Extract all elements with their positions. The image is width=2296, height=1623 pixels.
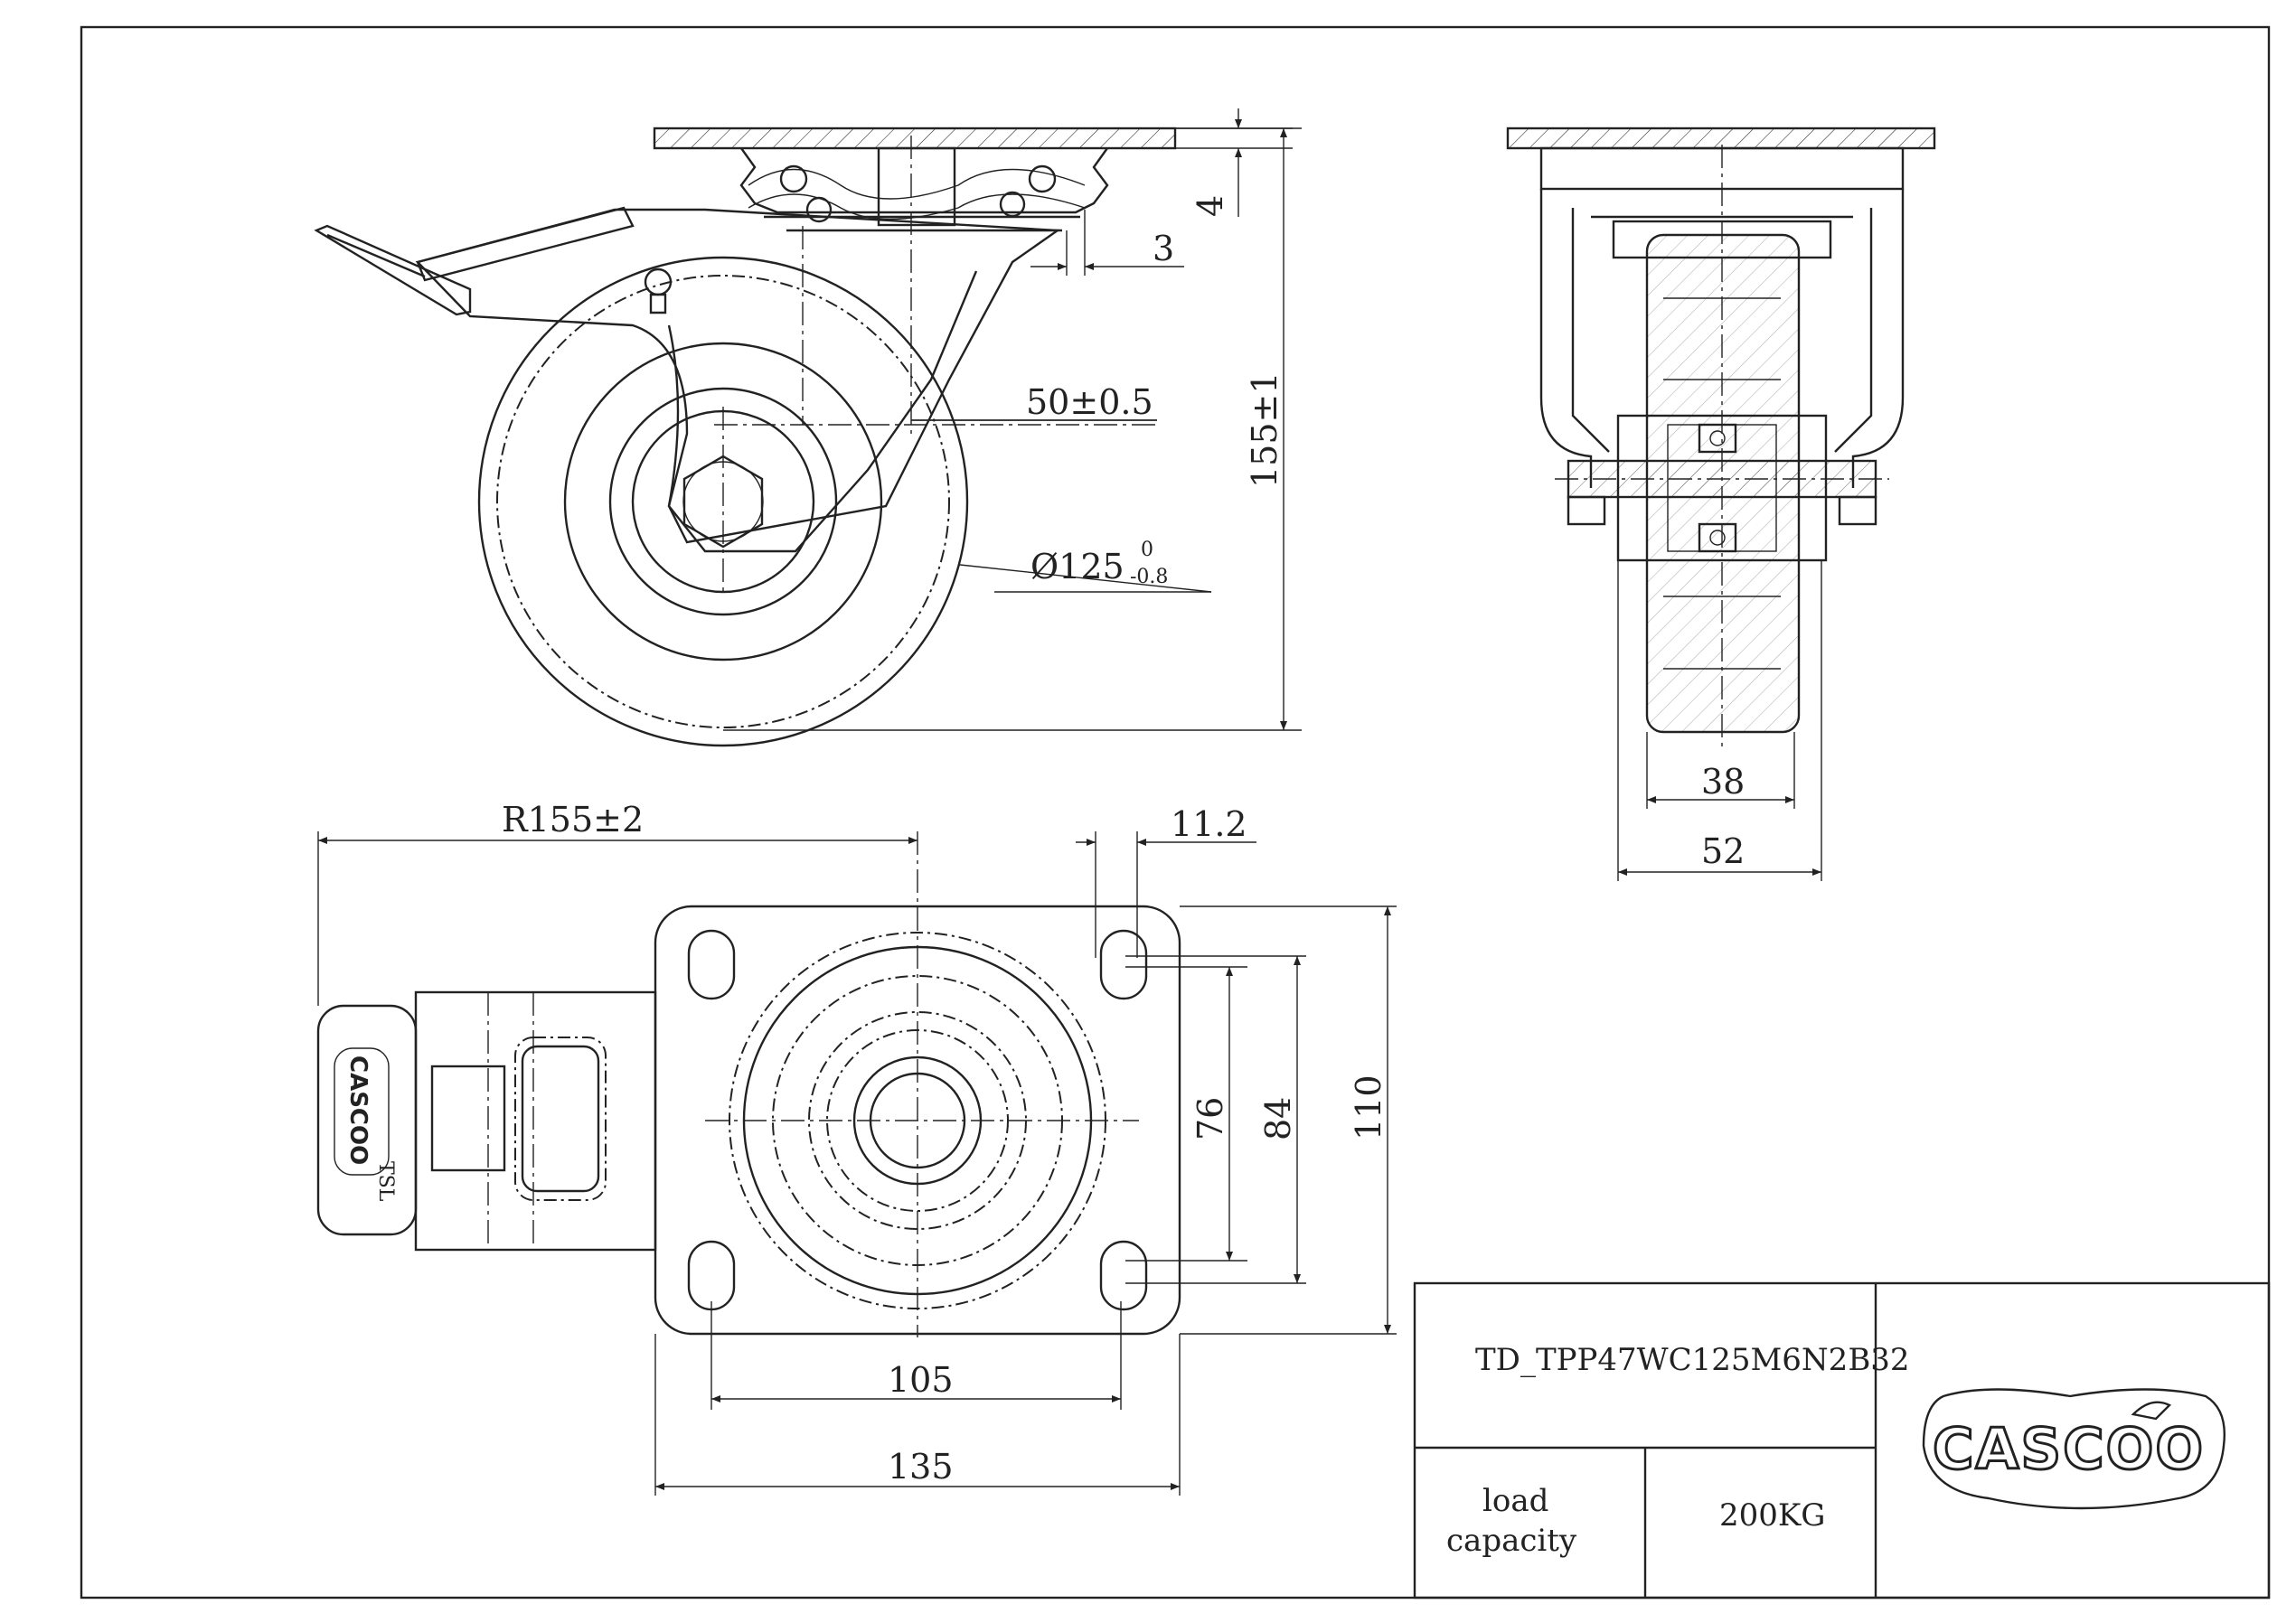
load-value: 200KG (1719, 1497, 1825, 1534)
brake-pedal-logo: CASCOO (344, 1055, 372, 1165)
hub-bearing-icon (1698, 423, 1737, 454)
load-label-line1: load (1482, 1483, 1548, 1519)
dim-slot-offset: 11.2 (1171, 804, 1247, 844)
title-block: TD_TPP47WC125M6N2B32 load capacity 200KG… (1413, 1281, 2271, 1600)
dim-plate-length: 135 (888, 1447, 954, 1487)
logo-text: CASCOO (1933, 1416, 2205, 1482)
dim-swivel-offset: 50±0.5 (1026, 382, 1153, 422)
dim-brake-radius: R155±2 (502, 800, 644, 840)
mounting-slot-icon (1099, 1240, 1148, 1311)
top-view: CASCOO TSL R155±2 11.2 76 84 110 105 (316, 800, 1397, 1496)
mounting-slot-icon (687, 929, 736, 1000)
bearing-ball-icon (1028, 164, 1057, 193)
drawing-frame (80, 25, 2271, 1600)
side-view: 4 3 50±0.5 155±1 Ø125 0 -0.8 (314, 108, 1302, 747)
bearing-ball-icon (999, 191, 1026, 218)
load-label-line2: capacity (1446, 1523, 1577, 1559)
brake-pedal (316, 1004, 418, 1236)
dim-hole-outer: 84 (1258, 1097, 1298, 1140)
brake-pedal-mark: TSL (374, 1161, 397, 1202)
bearing-ball-icon (779, 164, 808, 193)
mounting-slot-icon (1099, 929, 1148, 1000)
dim-tread-width: 38 (1701, 762, 1745, 802)
logo-bird-icon (2131, 1401, 2172, 1421)
dim-hub-width: 52 (1701, 831, 1745, 871)
dim-hole-long: 105 (888, 1360, 954, 1400)
dim-plate-step: 3 (1153, 229, 1174, 268)
wheel-outer-icon (477, 256, 969, 747)
dim-hole-inner: 76 (1190, 1097, 1230, 1140)
dim-wheel-tol-upper: 0 (1141, 539, 1153, 561)
dim-wheel-diameter: Ø125 (1030, 547, 1124, 586)
front-section-view: 38 52 (1506, 127, 1936, 881)
dim-wheel-tol-lower: -0.8 (1130, 566, 1168, 588)
hub-bearing-icon (1698, 522, 1737, 553)
dim-plate-width: 110 (1349, 1074, 1388, 1140)
model-number: TD_TPP47WC125M6N2B32 (1475, 1342, 1910, 1378)
dim-top-offset: 4 (1190, 195, 1230, 217)
dim-overall-height: 155±1 (1245, 371, 1284, 488)
axle-nut-icon (682, 455, 764, 549)
brand-logo: CASCOO (1922, 1388, 2225, 1510)
mounting-slot-icon (687, 1240, 736, 1311)
